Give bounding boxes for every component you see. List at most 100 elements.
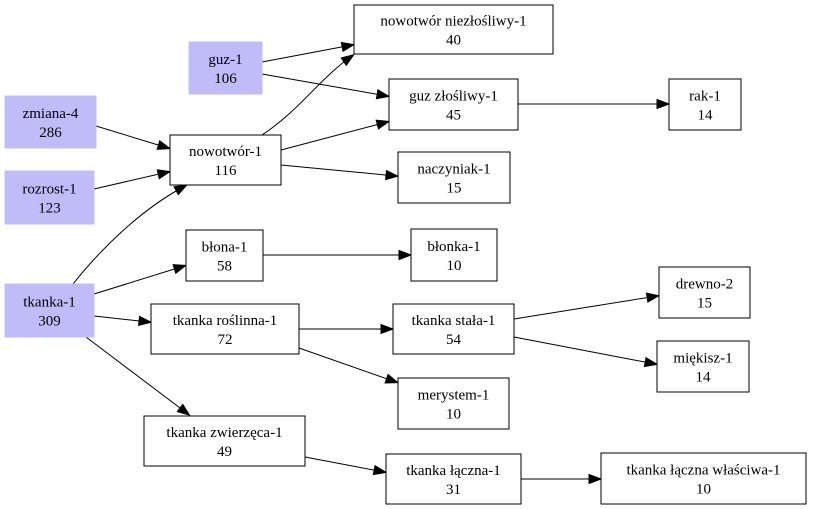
edge-guz-zlosliwy-to-rak xyxy=(518,98,671,110)
node-box xyxy=(143,415,306,467)
arrowhead xyxy=(172,264,188,275)
node-count: 286 xyxy=(39,125,62,141)
edge-blona-to-blonka xyxy=(263,249,413,261)
node-count: 10 xyxy=(447,258,462,274)
edge-line xyxy=(95,125,169,149)
arrowhead xyxy=(656,98,671,110)
edge-tkanka-laczna-to-tkanka-laczna-wlasciwa xyxy=(521,473,603,485)
edge-tkanka-to-blona xyxy=(93,264,188,295)
arrowhead xyxy=(375,89,391,100)
node-count: 14 xyxy=(696,370,712,386)
node-count: 49 xyxy=(217,444,232,460)
edge-line xyxy=(261,44,353,63)
node-label: tkanka stała-1 xyxy=(412,313,496,329)
node-count: 15 xyxy=(447,181,462,197)
node-label: błonka-1 xyxy=(427,239,480,255)
node-label: tkanka łączna-1 xyxy=(406,463,501,479)
edge-tkanka-roslinna-to-merystem xyxy=(298,347,400,384)
node-box xyxy=(392,303,515,355)
arrowhead xyxy=(643,356,659,368)
node-guz-zlosliwy: guz złośliwy-1 45 xyxy=(388,78,519,131)
node-label: błona-1 xyxy=(202,240,248,256)
edge-zmiana-to-nowotwor xyxy=(95,125,172,150)
edge-line xyxy=(261,55,353,136)
edge-line xyxy=(304,456,385,473)
arrowhead xyxy=(137,315,153,327)
node-count: 106 xyxy=(214,71,237,87)
node-box xyxy=(388,78,519,131)
node-tkanka-roslinna: tkanka roślinna-172 xyxy=(150,303,300,355)
edge-guz-to-nowotwor-niezlosliwy xyxy=(261,41,356,63)
node-box xyxy=(397,377,510,430)
node-zmiana: zmiana-4 286 xyxy=(4,95,97,149)
nodes-layer: nowotwór niezłośliwy-1 40 guz-1 106 guz złoś… xyxy=(4,4,807,505)
node-count: 58 xyxy=(217,259,232,275)
node-count: 116 xyxy=(215,163,237,179)
node-label: naczyniak-1 xyxy=(417,162,490,178)
edge-guz-to-guz-zlosliwy xyxy=(261,73,391,100)
node-count: 10 xyxy=(446,407,461,423)
arrowhead xyxy=(375,119,391,130)
arrowhead xyxy=(176,403,191,417)
node-box xyxy=(600,452,807,505)
node-box xyxy=(185,229,264,282)
node-naczyniak: naczyniak-1 15 xyxy=(397,151,511,204)
edge-nowotwor-to-naczyniak xyxy=(280,164,400,181)
edge-tkanka-to-tkanka-roslinna xyxy=(93,315,153,327)
node-tkanka-stala: tkanka stała-1 54 xyxy=(392,303,515,355)
node-count: 40 xyxy=(446,33,461,49)
edge-tkanka-zwierzeca-to-tkanka-laczna xyxy=(304,456,388,476)
node-box xyxy=(668,78,742,131)
edge-line xyxy=(261,73,388,97)
node-blona: błona-1 58 xyxy=(185,229,264,282)
node-guz: guz-1 106 xyxy=(188,41,263,95)
arrowhead xyxy=(156,139,172,150)
edge-line xyxy=(93,171,169,190)
node-box xyxy=(4,95,97,149)
node-count: 45 xyxy=(446,108,461,124)
arrowhead xyxy=(340,41,356,53)
node-label: guz złośliwy-1 xyxy=(409,89,498,105)
edge-tkanka-to-tkanka-zwierzeca xyxy=(85,336,191,417)
node-blonka: błonka-1 10 xyxy=(410,228,498,282)
arrowhead xyxy=(372,464,388,476)
node-box xyxy=(385,453,522,505)
edge-line xyxy=(513,295,658,320)
node-label: rak-1 xyxy=(689,89,721,105)
arrowhead xyxy=(384,373,400,384)
node-box xyxy=(150,303,300,355)
node-label: tkanka łączna właściwa-1 xyxy=(626,463,780,479)
node-label: zmiana-4 xyxy=(23,106,79,122)
arrowhead xyxy=(340,54,355,67)
node-box xyxy=(658,266,751,319)
edge-nowotwor-to-guz-zlosliwy xyxy=(280,119,391,151)
edge-line xyxy=(93,265,185,295)
node-label: guz-1 xyxy=(208,52,242,68)
arrowhead xyxy=(645,292,661,303)
node-box xyxy=(4,283,95,338)
node-count: 54 xyxy=(446,332,462,348)
edge-tkanka-stala-to-miekisz xyxy=(513,336,659,368)
edges-layer xyxy=(72,41,671,485)
node-label: drewno-2 xyxy=(676,277,733,293)
node-label: miękisz-1 xyxy=(673,351,732,367)
node-count: 14 xyxy=(698,108,714,124)
node-count: 309 xyxy=(38,314,61,330)
node-drewno: drewno-215 xyxy=(658,266,751,319)
node-label: nowotwór niezłośliwy-1 xyxy=(380,14,526,30)
node-box xyxy=(169,134,282,186)
node-count: 123 xyxy=(38,201,61,217)
node-nowotwor-niezlosliwy: nowotwór niezłośliwy-1 40 xyxy=(353,4,554,55)
edge-line xyxy=(72,185,186,285)
node-count: 31 xyxy=(446,482,461,498)
node-count: 10 xyxy=(696,482,711,498)
arrowhead xyxy=(588,473,603,485)
node-box xyxy=(353,4,554,55)
arrowhead xyxy=(385,169,400,181)
edge-line xyxy=(513,336,656,365)
node-box xyxy=(188,41,263,95)
arrowhead xyxy=(173,184,189,196)
